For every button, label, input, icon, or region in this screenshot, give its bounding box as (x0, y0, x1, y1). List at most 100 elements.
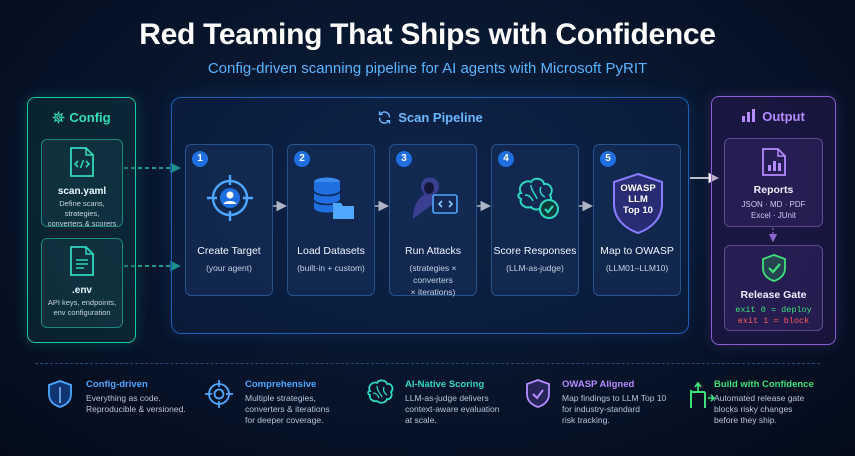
release-gate-card[interactable]: Release Gate exit 0 = deploy exit 1 = bl… (724, 245, 823, 331)
step-subtitle-line: (strategies × converters (409, 263, 457, 285)
config-panel: Config scan.yaml Define scans, strategie… (27, 97, 136, 343)
step-subtitle-line: (LLM01–LLM10) (605, 263, 669, 273)
feature-title: Build with Confidence (714, 379, 814, 390)
step-title: Map to OWASP (600, 245, 674, 257)
feature-desc-line: for industry-standard (562, 404, 640, 414)
gate-pass-code: exit 0 = deploy (735, 305, 812, 315)
feature-title: OWASP Aligned (562, 379, 635, 390)
pipeline-step-create-target[interactable]: 1 Create Target (your agent) (185, 144, 273, 296)
config-file-desc: API keys, endpoints, env configuration (42, 298, 122, 318)
pipeline-step-score-responses[interactable]: 4 Score Responses (LLM-as-judge) (491, 144, 579, 296)
step-title: Run Attacks (404, 245, 462, 257)
feature-desc-line: context-aware evaluation (405, 404, 500, 414)
shield-check-icon (761, 254, 786, 282)
page-subtitle: Config-driven scanning pipeline for AI a… (207, 60, 648, 77)
step-subtitle: (LLM-as-judge) (494, 262, 576, 274)
config-file-card-scan-yaml[interactable]: scan.yaml Define scans, strategies, conv… (41, 139, 123, 229)
text-file-icon (70, 246, 94, 276)
brain-check-icon (517, 177, 559, 219)
step-subtitle: (built-in + custom) (290, 262, 372, 274)
step-subtitle-line: (your agent) (206, 263, 252, 273)
feature-desc-line: Reproducible & versioned. (86, 404, 186, 414)
pipeline-step-load-datasets[interactable]: 2 Load Datasets (built-in + custom) (287, 144, 375, 296)
output-header: Output (712, 109, 835, 124)
output-label: Output (762, 109, 805, 124)
step-subtitle: (your agent) (188, 262, 270, 274)
config-file-desc-line: env configuration (53, 308, 111, 317)
gear-icon (52, 111, 65, 124)
feature-desc-line: LLM-as-judge delivers (405, 393, 489, 403)
config-file-desc-line: API keys, endpoints, (47, 298, 117, 307)
config-header: Config (28, 110, 135, 125)
step-number: 3 (396, 151, 412, 167)
config-label: Config (69, 110, 111, 125)
gate-arrow-icon (690, 381, 716, 408)
step-title: Load Datasets (297, 245, 365, 257)
step-number: 5 (600, 151, 616, 167)
owasp-shield-icon (613, 172, 663, 235)
pipeline-label: Scan Pipeline (398, 110, 483, 125)
feature-title: AI-Native Scoring (405, 379, 485, 390)
section-divider (35, 363, 820, 364)
step-subtitle-line: (LLM-as-judge) (506, 263, 564, 273)
hacker-code-icon (413, 177, 458, 219)
config-file-desc-line: Define scans, strategies, (59, 199, 105, 218)
feature-desc-line: converters & iterations (245, 404, 330, 414)
step-number: 2 (294, 151, 310, 167)
feature-desc-line: blocks risky changes (714, 404, 793, 414)
feature-desc-line: for deeper coverage. (245, 415, 324, 425)
config-file-desc: Define scans, strategies, converters & s… (42, 199, 122, 229)
page-title: Red Teaming That Ships with Confidence (139, 18, 716, 51)
output-panel: Output Reports JSON · MD · PDF Excel · J… (711, 96, 836, 345)
config-file-card-env[interactable]: .env API keys, endpoints, env configurat… (41, 238, 123, 328)
step-title: Score Responses (493, 245, 577, 257)
pipeline-step-map-owasp[interactable]: 5 OWASP LLM Top 10 Map to OWASP (LLM01–L… (593, 144, 681, 296)
gate-fail-code: exit 1 = block (737, 316, 810, 326)
owasp-badge-text: OWASP LLM Top 10 (610, 183, 666, 216)
step-title: Create Target (197, 245, 261, 257)
owasp-badge-line: LLM (628, 194, 648, 205)
pipeline-header: Scan Pipeline (172, 110, 688, 125)
config-file-name: .env (71, 285, 92, 296)
config-file-name: scan.yaml (57, 186, 107, 197)
target-user-icon (207, 175, 253, 221)
pipeline-step-run-attacks[interactable]: 3 Run Attacks (strategies × converters ×… (389, 144, 477, 298)
feature-title: Config-driven (86, 379, 148, 390)
feature-desc: Automated release gate blocks risky chan… (714, 393, 804, 426)
feature-desc: Map findings to LLM Top 10 for industry-… (562, 393, 666, 426)
reports-title: Reports (753, 184, 794, 196)
bar-chart-icon (742, 109, 756, 122)
feature-desc-line: Multiple strategies, (245, 393, 316, 403)
release-gate-title: Release Gate (740, 289, 807, 301)
step-subtitle: (strategies × converters × iterations) (392, 262, 474, 298)
feature-title: Comprehensive (245, 379, 317, 390)
brain-icon (367, 379, 394, 404)
step-subtitle-line: (built-in + custom) (297, 263, 365, 273)
feature-desc: Everything as code. Reproducible & versi… (86, 393, 186, 415)
feature-desc-line: risk tracking. (562, 415, 610, 425)
shield-check-icon (526, 379, 550, 408)
feature-desc: LLM-as-judge delivers context-aware eval… (405, 393, 500, 426)
refresh-icon (379, 111, 391, 124)
owasp-badge-line: Top 10 (623, 205, 653, 216)
reports-format-line: JSON · MD · PDF (741, 200, 806, 209)
reports-formats: JSON · MD · PDF Excel · JUnit (725, 199, 822, 221)
step-number: 4 (498, 151, 514, 167)
feature-desc-line: Map findings to LLM Top 10 (562, 393, 667, 403)
feature-desc-line: Automated release gate (714, 393, 805, 403)
feature-desc-line: at scale. (405, 415, 437, 425)
config-file-desc-line: converters & scorers (47, 219, 117, 228)
step-subtitle: (LLM01–LLM10) (596, 262, 678, 274)
feature-desc-line: Everything as code. (86, 393, 161, 403)
step-subtitle-line: × iterations) (410, 287, 456, 297)
feature-desc-line: before they ship. (714, 415, 777, 425)
report-file-icon (761, 148, 786, 176)
shield-icon (48, 380, 72, 408)
code-file-icon (70, 147, 94, 177)
reports-format-line: Excel · JUnit (751, 211, 796, 220)
step-number: 1 (192, 151, 208, 167)
reports-card[interactable]: Reports JSON · MD · PDF Excel · JUnit (724, 138, 823, 227)
owasp-badge-line: OWASP (620, 183, 656, 194)
scan-pipeline-panel: Scan Pipeline 1 Create Target (your agen… (171, 97, 689, 334)
